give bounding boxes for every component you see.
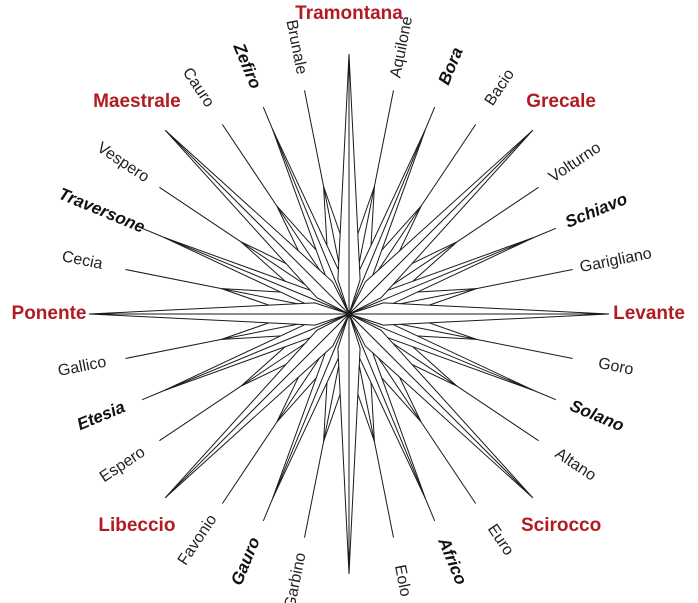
wind-label-eolo: Eolo bbox=[391, 563, 414, 598]
wind-label-africo: Africo bbox=[434, 534, 471, 588]
label-guide-goro bbox=[476, 338, 573, 359]
wind-label-cecia: Cecia bbox=[61, 248, 105, 273]
wind-label-bacio: Bacio bbox=[482, 66, 518, 109]
rose-ridge-traversone bbox=[164, 237, 350, 315]
rose-ridge-gauro bbox=[272, 313, 350, 499]
label-guide-altano bbox=[456, 385, 539, 442]
rose-ridge-maestrale bbox=[164, 129, 350, 315]
label-guide-vespero bbox=[159, 186, 242, 243]
rose-ridge-zefiro bbox=[272, 129, 350, 315]
wind-label-aquilone: Aquilone bbox=[387, 15, 416, 79]
wind-label-favonio: Favonio bbox=[175, 512, 221, 569]
wind-label-brunale: Brunale bbox=[282, 18, 309, 76]
label-guide-garigliano bbox=[476, 269, 573, 290]
label-guide-volturno bbox=[456, 186, 539, 243]
wind-label-schiavo: Schiavo bbox=[562, 189, 630, 232]
rose-ridge-bora bbox=[348, 129, 426, 315]
wind-label-garigliano: Garigliano bbox=[578, 245, 653, 276]
label-guide-aquilone bbox=[373, 90, 394, 187]
wind-label-volturno: Volturno bbox=[546, 139, 604, 186]
rose-ridge-etesia bbox=[164, 313, 350, 391]
wind-label-libeccio: Libeccio bbox=[98, 515, 175, 536]
label-guide-espero bbox=[159, 385, 242, 442]
label-guide-brunale bbox=[304, 90, 325, 187]
label-guide-schiavo bbox=[533, 227, 557, 238]
label-guide-gallico bbox=[125, 338, 222, 359]
wind-label-cauro: Cauro bbox=[179, 65, 217, 111]
wind-label-etesia: Etesia bbox=[74, 397, 128, 434]
rose-ridge-schiavo bbox=[348, 237, 534, 315]
label-guide-zefiro bbox=[262, 106, 273, 130]
wind-label-levante: Levante bbox=[613, 303, 685, 324]
wind-label-maestrale: Maestrale bbox=[93, 91, 181, 112]
label-guides-group bbox=[125, 90, 573, 538]
label-guide-favonio bbox=[221, 421, 278, 504]
wind-label-zefiro: Zefiro bbox=[229, 40, 265, 92]
wind-label-tramontana: Tramontana bbox=[295, 3, 403, 24]
label-guide-euro bbox=[420, 421, 477, 504]
wind-label-espero: Espero bbox=[97, 444, 149, 486]
label-guide-etesia bbox=[141, 390, 165, 401]
label-guide-solano bbox=[533, 390, 557, 401]
wind-label-garbino: Garbino bbox=[282, 551, 310, 603]
label-guide-eolo bbox=[373, 441, 394, 538]
rose-points-group bbox=[88, 53, 610, 575]
label-guide-traversone bbox=[141, 227, 165, 238]
rose-ridge-scirocco bbox=[348, 313, 534, 499]
label-guide-bacio bbox=[420, 124, 477, 207]
label-guide-bora bbox=[425, 106, 436, 130]
wind-label-scirocco: Scirocco bbox=[521, 515, 601, 536]
label-guide-cauro bbox=[221, 124, 278, 207]
wind-label-grecale: Grecale bbox=[526, 91, 596, 112]
wind-label-goro: Goro bbox=[597, 355, 635, 379]
rose-ridge-solano bbox=[348, 313, 534, 391]
wind-label-euro: Euro bbox=[484, 521, 517, 559]
rose-ridge-libeccio bbox=[164, 313, 350, 499]
wind-label-traversone: Traversone bbox=[56, 184, 148, 237]
wind-label-gauro: Gauro bbox=[227, 534, 264, 588]
label-guide-garbino bbox=[304, 441, 325, 538]
label-guide-gauro bbox=[262, 498, 273, 522]
wind-label-vespero: Vespero bbox=[94, 139, 152, 186]
wind-label-solano: Solano bbox=[567, 396, 627, 435]
wind-label-altano: Altano bbox=[552, 445, 599, 484]
wind-label-ponente: Ponente bbox=[12, 303, 87, 324]
wind-label-bora: Bora bbox=[434, 44, 466, 87]
label-guide-cecia bbox=[125, 269, 222, 290]
wind-label-gallico: Gallico bbox=[57, 354, 108, 380]
rose-ridge-grecale bbox=[348, 129, 534, 315]
label-guide-africo bbox=[425, 498, 436, 522]
rose-ridge-africo bbox=[348, 313, 426, 499]
